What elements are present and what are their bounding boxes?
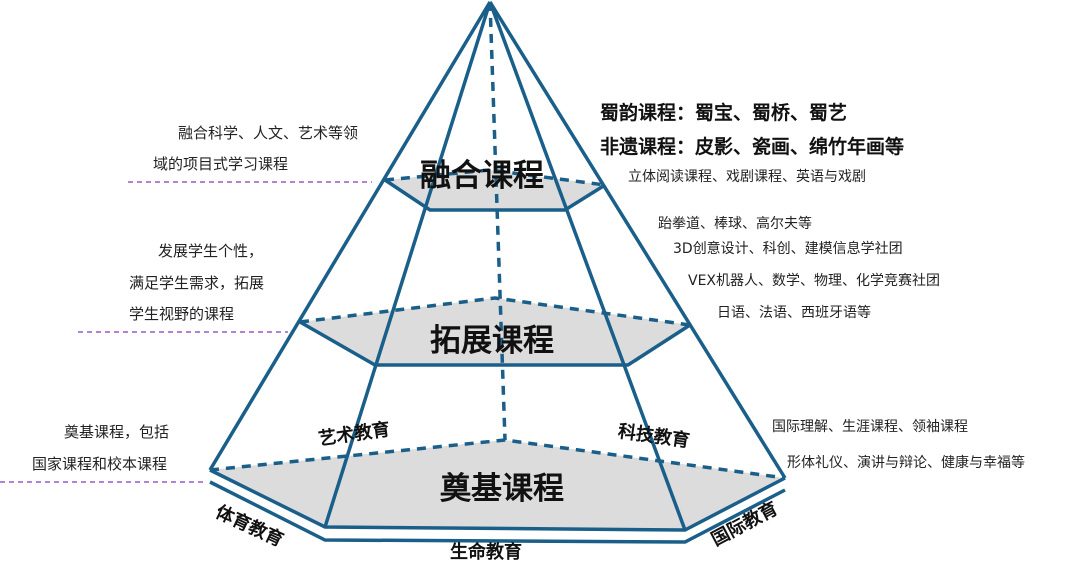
left-note-base-2: 国家课程和校本课程 bbox=[32, 455, 168, 473]
base-layer-fill bbox=[210, 440, 785, 530]
tier-base-label: 奠基课程 bbox=[440, 471, 564, 507]
middle-layer-fill bbox=[300, 298, 690, 365]
tier-top-label: 融合课程 bbox=[420, 158, 544, 194]
guide-lines bbox=[0, 181, 372, 483]
left-note-top-1: 融合科学、人文、艺术等领 bbox=[178, 124, 359, 142]
right-note-bold-2: 非遗课程：皮影、瓷画、绵竹年画等 bbox=[600, 136, 905, 158]
left-note-mid-1: 发展学生个性， bbox=[158, 242, 264, 260]
left-note-top-2: 域的项目式学习课程 bbox=[153, 155, 289, 173]
right-note-top: 立体阅读课程、戏剧课程、英语与戏剧 bbox=[628, 169, 866, 185]
left-note-mid-3: 学生视野的课程 bbox=[129, 305, 235, 323]
pyramid-edges bbox=[208, 1, 787, 544]
right-note-mid-2: 3D创意设计、科创、建模信息学社团 bbox=[673, 241, 903, 257]
right-note-base-1: 国际理解、生涯课程、领袖课程 bbox=[772, 419, 968, 435]
right-note-mid-3: VEX机器人、数学、物理、化学竞赛社团 bbox=[688, 273, 941, 289]
right-note-bold-1: 蜀韵课程：蜀宝、蜀桥、蜀艺 bbox=[600, 102, 848, 124]
top-layer-fill bbox=[385, 170, 605, 210]
tier-middle-label: 拓展课程 bbox=[430, 323, 554, 359]
left-note-base-1: 奠基课程，包括 bbox=[64, 423, 170, 441]
right-note-mid-1: 跆拳道、棒球、高尔夫等 bbox=[658, 216, 812, 232]
face-life-label: 生命教育 bbox=[450, 542, 522, 563]
left-note-mid-2: 满足学生需求，拓展 bbox=[129, 274, 265, 292]
hidden-edges bbox=[209, 1, 786, 480]
right-note-base-2: 形体礼仪、演讲与辩论、健康与幸福等 bbox=[787, 455, 1025, 471]
right-note-mid-4: 日语、法语、西班牙语等 bbox=[717, 305, 871, 321]
